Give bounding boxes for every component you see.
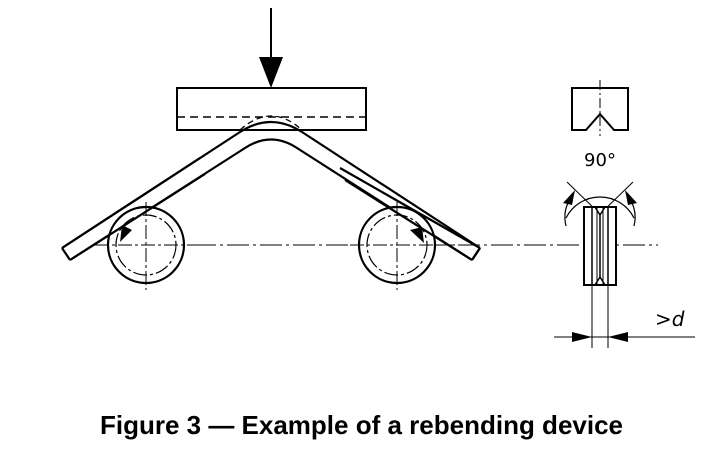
top-bending-block <box>176 87 367 131</box>
grooved-roller-side-view <box>563 181 637 286</box>
load-arrow <box>259 8 283 88</box>
gap-dimension <box>554 285 695 348</box>
angle-arrow-left-icon <box>563 190 575 205</box>
angle-label: 90° <box>584 150 616 171</box>
figure-caption: Figure 3 — Example of a rebending device <box>99 410 624 440</box>
angle-arrow-right-icon <box>625 190 637 205</box>
rotation-arrow-icon <box>120 225 132 242</box>
dimension-arrow-left-icon <box>572 332 592 342</box>
dimension-arrow-right-icon <box>608 332 628 342</box>
dimension-label: >d <box>655 307 685 331</box>
rotation-arrow-icon <box>410 227 424 243</box>
v-groove-die-profile <box>571 80 629 136</box>
left-roller <box>95 202 200 290</box>
